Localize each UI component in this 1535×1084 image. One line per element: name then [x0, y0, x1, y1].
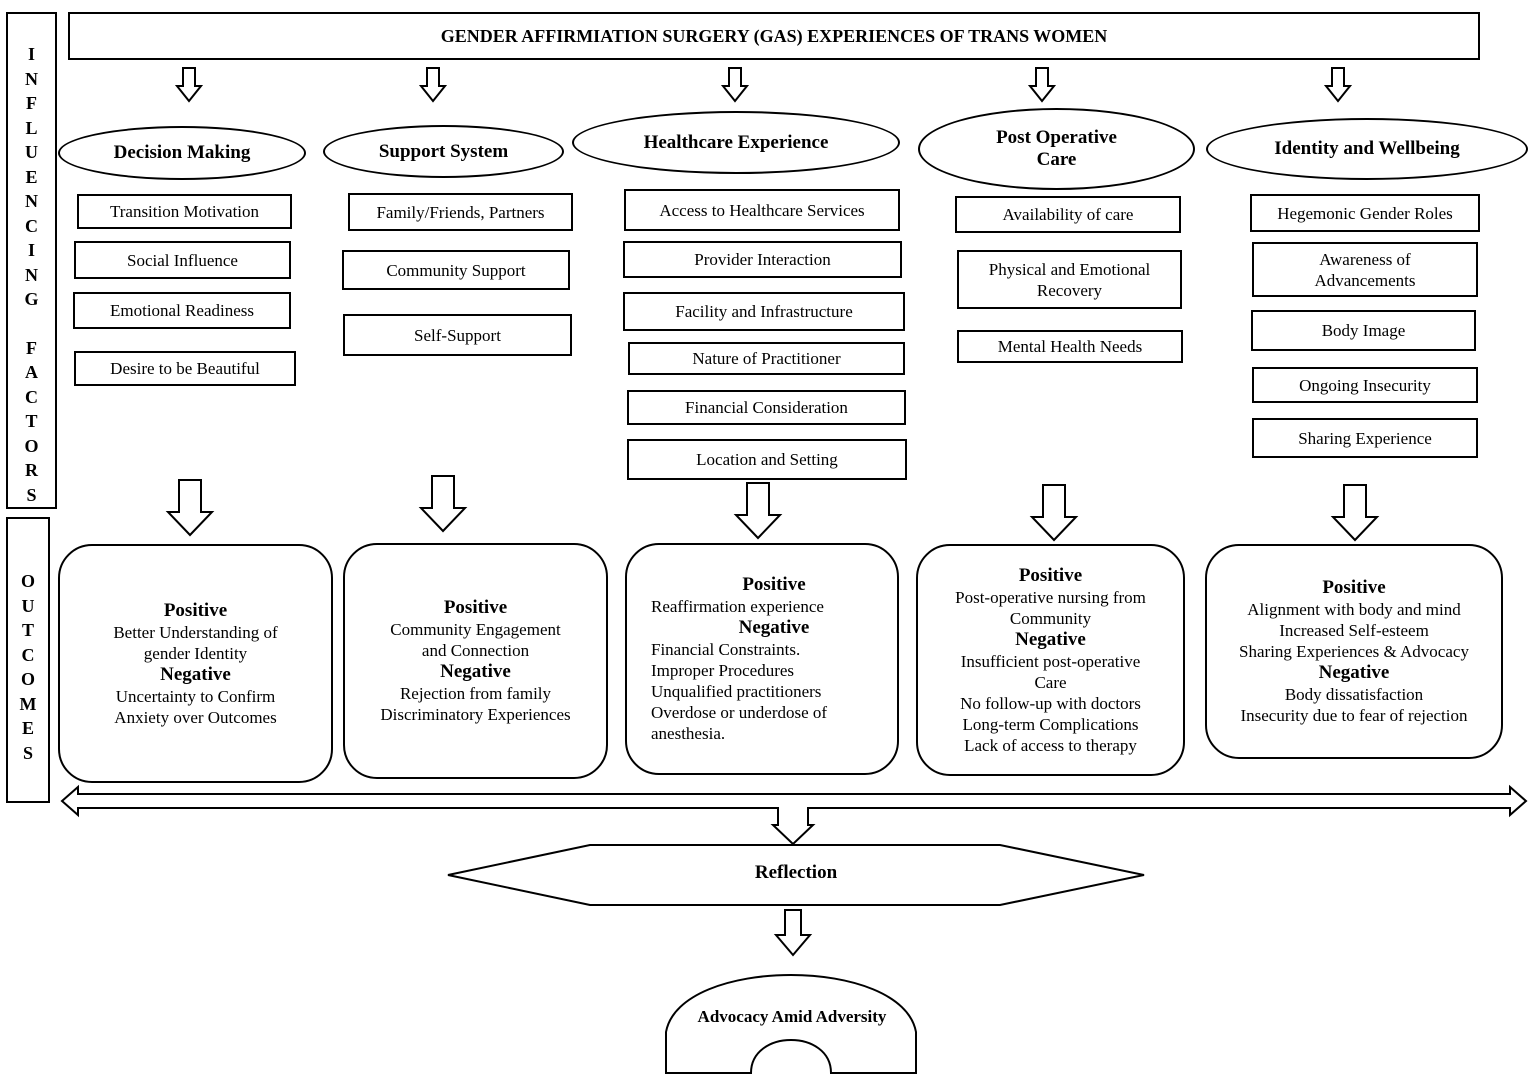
- outcome-line: Sharing Experiences & Advocacy: [1239, 642, 1469, 661]
- factor-box: Mental Health Needs: [957, 330, 1183, 363]
- outcome-line: Anxiety over Outcomes: [114, 707, 277, 727]
- factor-box: Social Influence: [74, 241, 291, 279]
- outcome-identity-wellbeing: Positive Alignment with body and mind In…: [1205, 544, 1503, 759]
- outcome-decision-making: Positive Better Understanding of gender …: [58, 544, 333, 783]
- theme-identity-wellbeing: Identity and Wellbeing: [1206, 118, 1528, 180]
- outcome-line: Care: [1034, 672, 1067, 692]
- outcome-line: Overdose or underdose of: [651, 703, 828, 722]
- negative-heading: Negative: [738, 617, 810, 638]
- positive-heading: Positive: [742, 574, 806, 595]
- outcome-line: Unqualified practitioners: [651, 682, 822, 701]
- outcome-line: Increased Self-esteem: [1279, 621, 1429, 640]
- down-arrow-icon: [165, 479, 215, 537]
- outcome-post-operative-care: Positive Post-operative nursing from Com…: [916, 544, 1185, 776]
- outcome-line: Reaffirmation experience: [651, 597, 824, 616]
- theme-support-system: Support System: [323, 125, 564, 178]
- theme-decision-making: Decision Making: [58, 126, 306, 180]
- down-arrow-icon: [773, 909, 813, 957]
- advocacy-label: Advocacy Amid Adversity: [697, 1007, 887, 1026]
- down-arrow-icon: [418, 475, 468, 533]
- advocacy-arch-shape: [665, 974, 917, 1074]
- outcome-line: Body dissatisfaction: [1284, 685, 1424, 704]
- outcome-line: Post-operative nursing from: [955, 587, 1146, 607]
- negative-heading: Negative: [440, 661, 511, 682]
- down-arrow-icon: [733, 482, 783, 540]
- double-arrow-icon: [60, 784, 1528, 846]
- negative-heading: Negative: [160, 663, 231, 685]
- negative-heading: Negative: [1015, 628, 1086, 650]
- down-arrow-icon: [1027, 67, 1057, 103]
- outcome-line: Insecurity due to fear of rejection: [1240, 706, 1468, 725]
- outcome-line: Community Engagement: [390, 620, 561, 639]
- outcome-line: Long-term Complications: [962, 714, 1139, 734]
- factor-box: Access to Healthcare Services: [624, 189, 900, 231]
- factor-box: Location and Setting: [627, 439, 907, 480]
- outcome-support-system: Positive Community Engagement and Connec…: [343, 543, 608, 779]
- outcome-healthcare-experience: Positive Reaffirmation experience Negati…: [625, 543, 899, 775]
- factor-box: Availability of care: [955, 196, 1181, 233]
- outcome-line: Better Understanding of: [113, 622, 278, 642]
- theme-healthcare-experience: Healthcare Experience: [572, 111, 900, 174]
- outcome-line: Lack of access to therapy: [964, 735, 1137, 755]
- outcome-line: Insufficient post-operative: [960, 651, 1141, 671]
- factor-box: Financial Consideration: [627, 390, 906, 425]
- down-arrow-icon: [1330, 484, 1380, 542]
- outcome-line: gender Identity: [143, 643, 248, 663]
- factor-box: Family/Friends, Partners: [348, 193, 573, 231]
- down-arrow-icon: [174, 67, 204, 103]
- factor-box: Community Support: [342, 250, 570, 290]
- factor-box: Self-Support: [343, 314, 572, 356]
- outcome-line: Rejection from family: [399, 684, 552, 703]
- factor-box: Provider Interaction: [623, 241, 902, 278]
- positive-heading: Positive: [1018, 564, 1083, 586]
- factor-box: Desire to be Beautiful: [74, 351, 296, 386]
- outcome-line: No follow-up with doctors: [960, 693, 1141, 713]
- positive-heading: Positive: [163, 599, 228, 621]
- down-arrow-icon: [720, 67, 750, 103]
- outcome-line: Community: [1009, 608, 1092, 628]
- factor-box: Transition Motivation: [77, 194, 292, 229]
- negative-heading: Negative: [1318, 662, 1390, 683]
- positive-heading: Positive: [443, 597, 508, 618]
- factor-box: Facility and Infrastructure: [623, 292, 905, 331]
- outcome-line: Alignment with body and mind: [1247, 600, 1461, 619]
- factor-box: Body Image: [1251, 310, 1476, 351]
- down-arrow-icon: [418, 67, 448, 103]
- outcome-line: and Connection: [421, 641, 530, 660]
- down-arrow-icon: [1323, 67, 1353, 103]
- positive-heading: Positive: [1322, 577, 1386, 598]
- factor-box: Hegemonic Gender Roles: [1250, 194, 1480, 232]
- outcome-line: anesthesia.: [651, 724, 726, 743]
- down-arrow-icon: [1029, 484, 1079, 542]
- diagram-title-text: GENDER AFFIRMIATION SURGERY (GAS) EXPERI…: [440, 25, 1108, 46]
- outcome-line: Financial Constraints.: [651, 640, 801, 659]
- outcome-line: Discriminatory Experiences: [380, 705, 571, 724]
- factor-box: Sharing Experience: [1252, 418, 1478, 458]
- factor-box: Nature of Practitioner: [628, 342, 905, 375]
- reflection-shape: [447, 844, 1145, 906]
- diagram-title: GENDER AFFIRMIATION SURGERY (GAS) EXPERI…: [68, 12, 1480, 60]
- factor-box: Emotional Readiness: [73, 292, 291, 329]
- outcome-line: Improper Procedures: [651, 661, 795, 680]
- reflection-label: Reflection: [754, 862, 838, 883]
- outcome-line: Uncertainty to Confirm: [115, 686, 276, 706]
- factor-box: Ongoing Insecurity: [1252, 367, 1478, 403]
